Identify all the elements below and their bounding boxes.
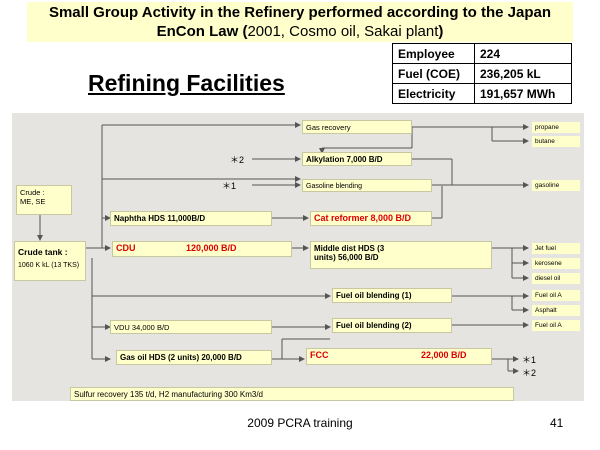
product-diesel-oil: diesel oil: [532, 273, 580, 284]
flow-lines: [37, 122, 529, 374]
product-jet-fuel: Jet fuel: [532, 243, 580, 254]
product-gasoline: gasoline: [532, 180, 580, 191]
unit-naphtha-hds: Naphtha HDS 11,000B/D: [110, 211, 272, 226]
table-row: Fuel (COE)236,205 kL: [392, 63, 573, 84]
fcc-name: FCC: [310, 350, 329, 360]
stats-label: Fuel (COE): [392, 63, 475, 84]
stats-label: Employee: [392, 43, 475, 64]
product-propane: propane: [532, 122, 580, 133]
marker-star-1: ＊1: [222, 181, 237, 191]
page-number: 41: [550, 416, 564, 430]
product-fuel-oil-a-2: Fuel oil A: [532, 320, 580, 331]
product-fuel-oil-a: Fuel oil A: [532, 290, 580, 301]
title-law: EnCon Law (: [156, 23, 248, 40]
slide-title: Small Group Activity in the Refinery per…: [27, 2, 573, 42]
title-close: ): [438, 23, 444, 40]
fcc-capacity: 22,000 B/D: [421, 350, 467, 360]
product-kerosene: kerosene: [532, 258, 580, 269]
unit-middle-dist-hds: Middle dist HDS (3 units) 56,000 B/D: [310, 241, 492, 269]
crude-tank-name: Crude tank :: [18, 247, 68, 257]
cdu-capacity: 120,000 B/D: [186, 243, 237, 253]
middle-dist-line-1: Middle dist HDS (3: [314, 244, 385, 253]
marker-star-2: ＊2: [230, 155, 245, 165]
unit-fuel-oil-blending-1: Fuel oil blending (1): [332, 288, 452, 303]
refinery-flow-diagram: Crude : ME, SE Crude tank : 1060 K kL (1…: [12, 113, 584, 401]
stats-value: 224: [473, 43, 573, 64]
section-heading: Refining Facilities: [88, 70, 285, 96]
unit-fcc: FCC 22,000 B/D: [306, 348, 492, 365]
sulfur-recovery-note: Sulfur recovery 135 t/d, H2 manufacturin…: [70, 387, 514, 401]
marker-star-2-out: ＊2: [522, 368, 537, 378]
crude-source: Crude : ME, SE: [16, 185, 72, 215]
crude-tank-capacity: 1060 K kL (13 TKS): [18, 262, 80, 269]
cdu-name: CDU: [116, 243, 136, 253]
unit-gas-oil-hds: Gas oil HDS (2 units) 20,000 B/D: [116, 350, 272, 365]
crude-tank: Crude tank : 1060 K kL (13 TKS): [14, 241, 86, 281]
unit-cdu: CDU 120,000 B/D: [112, 241, 292, 257]
unit-gasoline-blending: Gasoline blending: [302, 179, 432, 192]
middle-dist-line-2: units) 56,000 B/D: [314, 253, 379, 262]
unit-gas-recovery: Gas recovery: [302, 120, 412, 134]
marker-star-1-out: ＊1: [522, 355, 537, 365]
crude-types: ME, SE: [20, 197, 46, 206]
crude-label: Crude :: [20, 188, 45, 197]
stats-value: 236,205 kL: [473, 63, 573, 84]
product-butane: butane: [532, 136, 580, 147]
unit-fuel-oil-blending-2: Fuel oil blending (2): [332, 318, 452, 333]
title-line-1: Small Group Activity in the Refinery per…: [48, 4, 552, 21]
unit-alkylation: Alkylation 7,000 B/D: [302, 152, 412, 166]
stats-label: Electricity: [392, 83, 475, 104]
title-plant: 2001, Cosmo oil, Sakai plant: [247, 23, 439, 40]
unit-vdu: VDU 34,000 B/D: [110, 320, 272, 334]
title-line-2: EnCon Law (2001, Cosmo oil, Sakai plant): [27, 22, 573, 41]
unit-cat-reformer: Cat reformer 8,000 B/D: [310, 211, 432, 226]
product-asphalt: Asphalt: [532, 305, 580, 316]
footer-text: 2009 PCRA training: [247, 416, 353, 430]
stats-value: 191,657 MWh: [473, 83, 573, 104]
